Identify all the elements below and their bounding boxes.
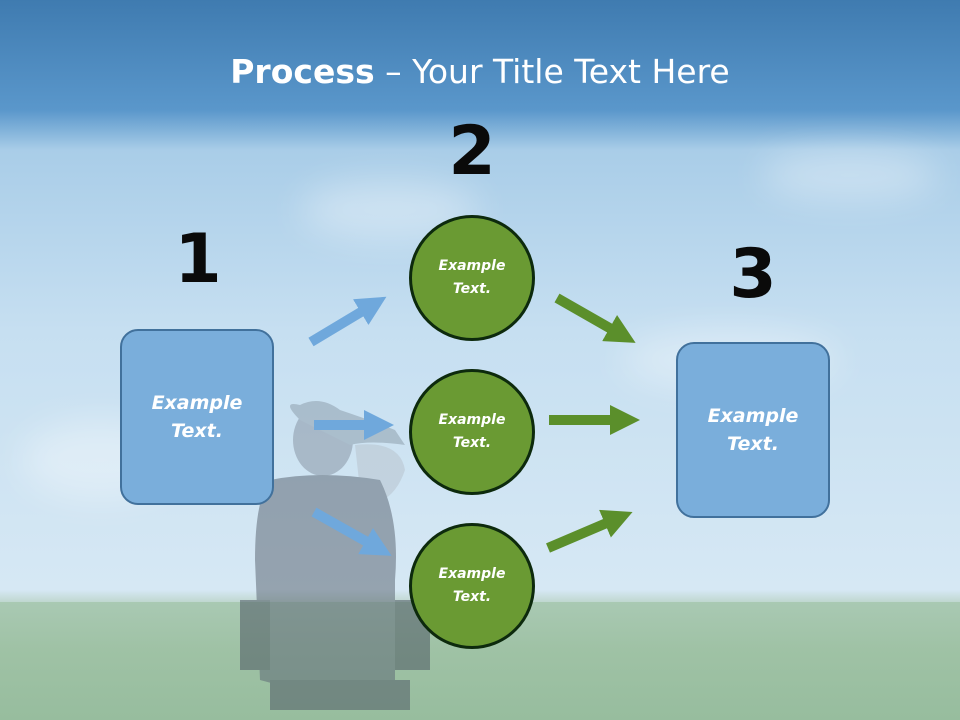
step3-box-text: Example Text. [707, 404, 799, 456]
arrow-blue-down [311, 507, 392, 556]
step2-circle-middle[interactable]: Example Text. [409, 369, 535, 495]
title-bold: Process [230, 52, 375, 91]
step3-box[interactable]: Example Text. [676, 342, 830, 518]
step-number-2: 2 [448, 112, 496, 191]
circle-bottom-text: Example Text. [438, 565, 506, 605]
step2-circle-top[interactable]: Example Text. [409, 215, 535, 341]
circle-top-text: Example Text. [438, 257, 506, 297]
arrow-green-up [546, 509, 633, 553]
step1-box-text: Example Text. [151, 391, 243, 443]
step1-box[interactable]: Example Text. [120, 329, 274, 505]
title-rest: – Your Title Text Here [374, 52, 730, 91]
cloud [760, 150, 940, 200]
circle-middle-text: Example Text. [438, 411, 506, 451]
slide-title: Process – Your Title Text Here [0, 52, 960, 91]
step2-circle-bottom[interactable]: Example Text. [409, 523, 535, 649]
arrow-green-down [554, 293, 636, 343]
step-number-3: 3 [729, 235, 777, 314]
step-number-1: 1 [174, 220, 222, 299]
arrow-blue-up [308, 296, 387, 347]
